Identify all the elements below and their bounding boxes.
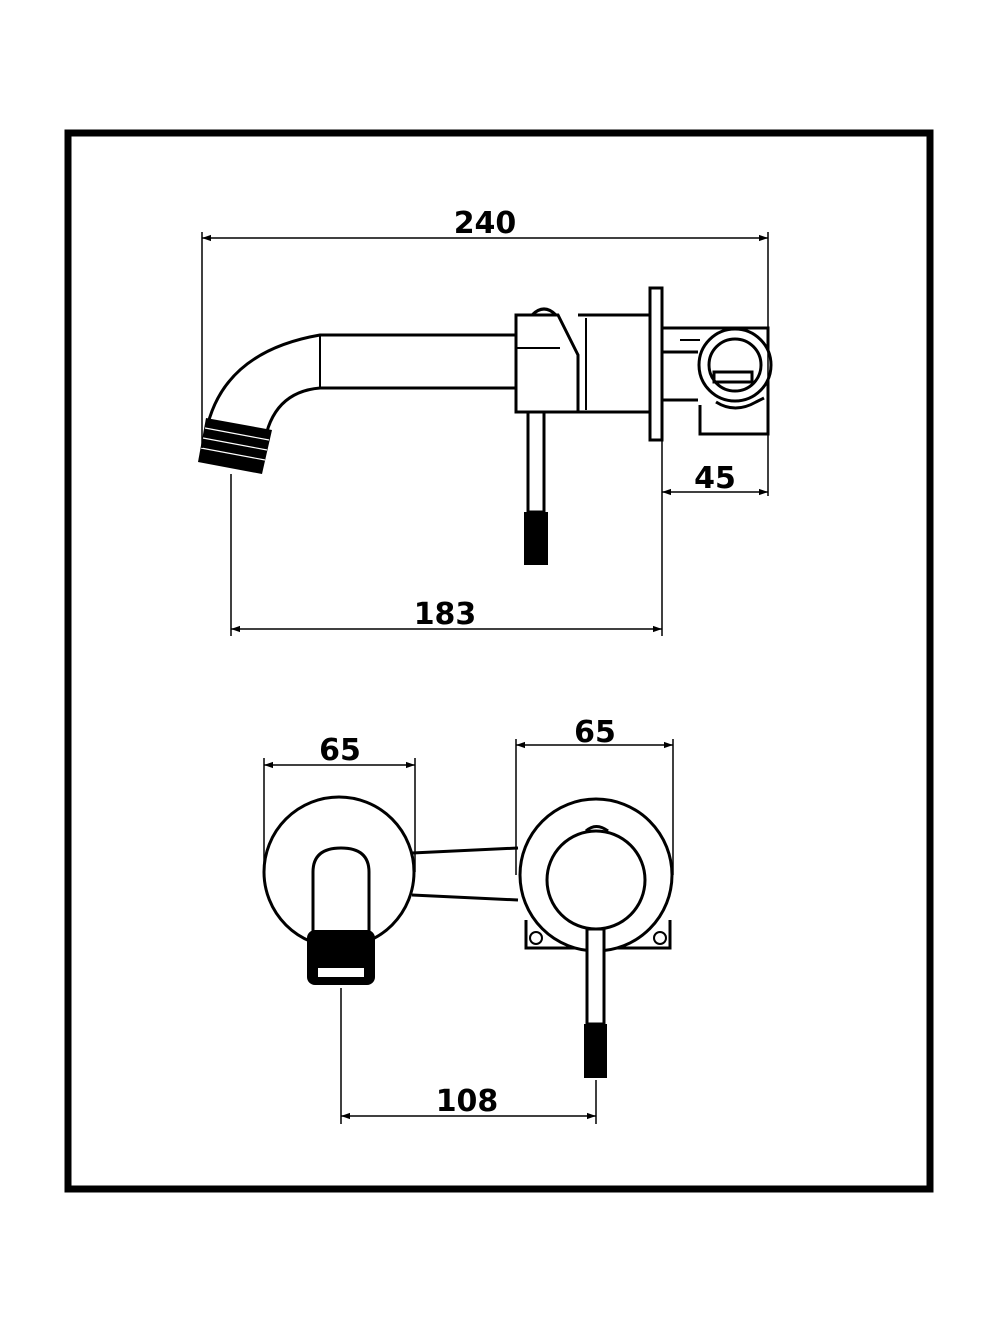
dim-label-overall: 240 [454,206,517,241]
dim-label-wall-depth: 45 [694,461,736,496]
mixer-sleeve [578,313,652,414]
front-view: 65 65 108 [262,715,674,1124]
dim-label-spout-plate: 65 [319,733,361,768]
handle-grip-front [584,1024,607,1078]
drawing-frame [64,129,934,1193]
spout-aerator [198,418,272,474]
dim-label-projection: 183 [414,597,477,632]
wall-plate [648,286,664,442]
connector-pipe [411,846,519,902]
concealed-valve [662,326,773,436]
dim-label-centres: 108 [436,1084,499,1119]
mixer-body [514,313,580,414]
mixer-cover [545,829,647,931]
handle-lever [526,410,546,514]
spout-front [311,846,371,937]
handle-grip [524,512,548,565]
side-view: 240 45 183 [198,206,773,636]
handle-lever-front [585,927,606,1026]
dim-label-mixer-plate: 65 [574,715,616,750]
